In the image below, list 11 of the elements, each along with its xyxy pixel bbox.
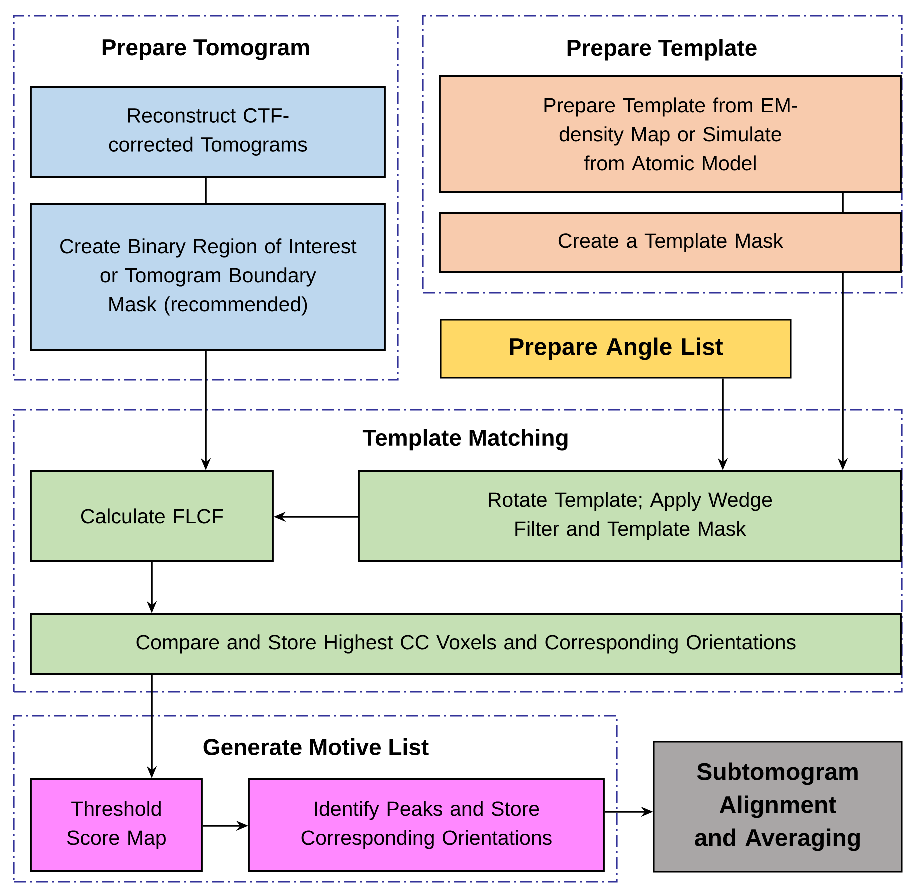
process-box: Create Binary Region of Interest or Tomogram Boundary Mask (recommended) [30,203,386,351]
process-box: Identify Peaks and Store Corresponding Orientations [248,778,605,872]
process-box: Subtomogram Alignment and Averaging [653,741,903,873]
process-box: Rotate Template; Apply Wedge Filter and Template Mask [358,470,902,562]
process-box: Threshold Score Map [30,778,203,872]
process-box: Prepare Angle List [440,319,792,379]
process-box: Create a Template Mask [439,212,902,273]
process-box: Calculate FLCF [30,470,274,562]
process-box: Compare and Store Highest CC Voxels and Corresponding Orientations [30,613,902,675]
process-box: Prepare Template from EM-density Map or Simulate from Atomic Model [439,75,902,193]
process-box: Reconstruct CTF-corrected Tomograms [30,86,386,178]
